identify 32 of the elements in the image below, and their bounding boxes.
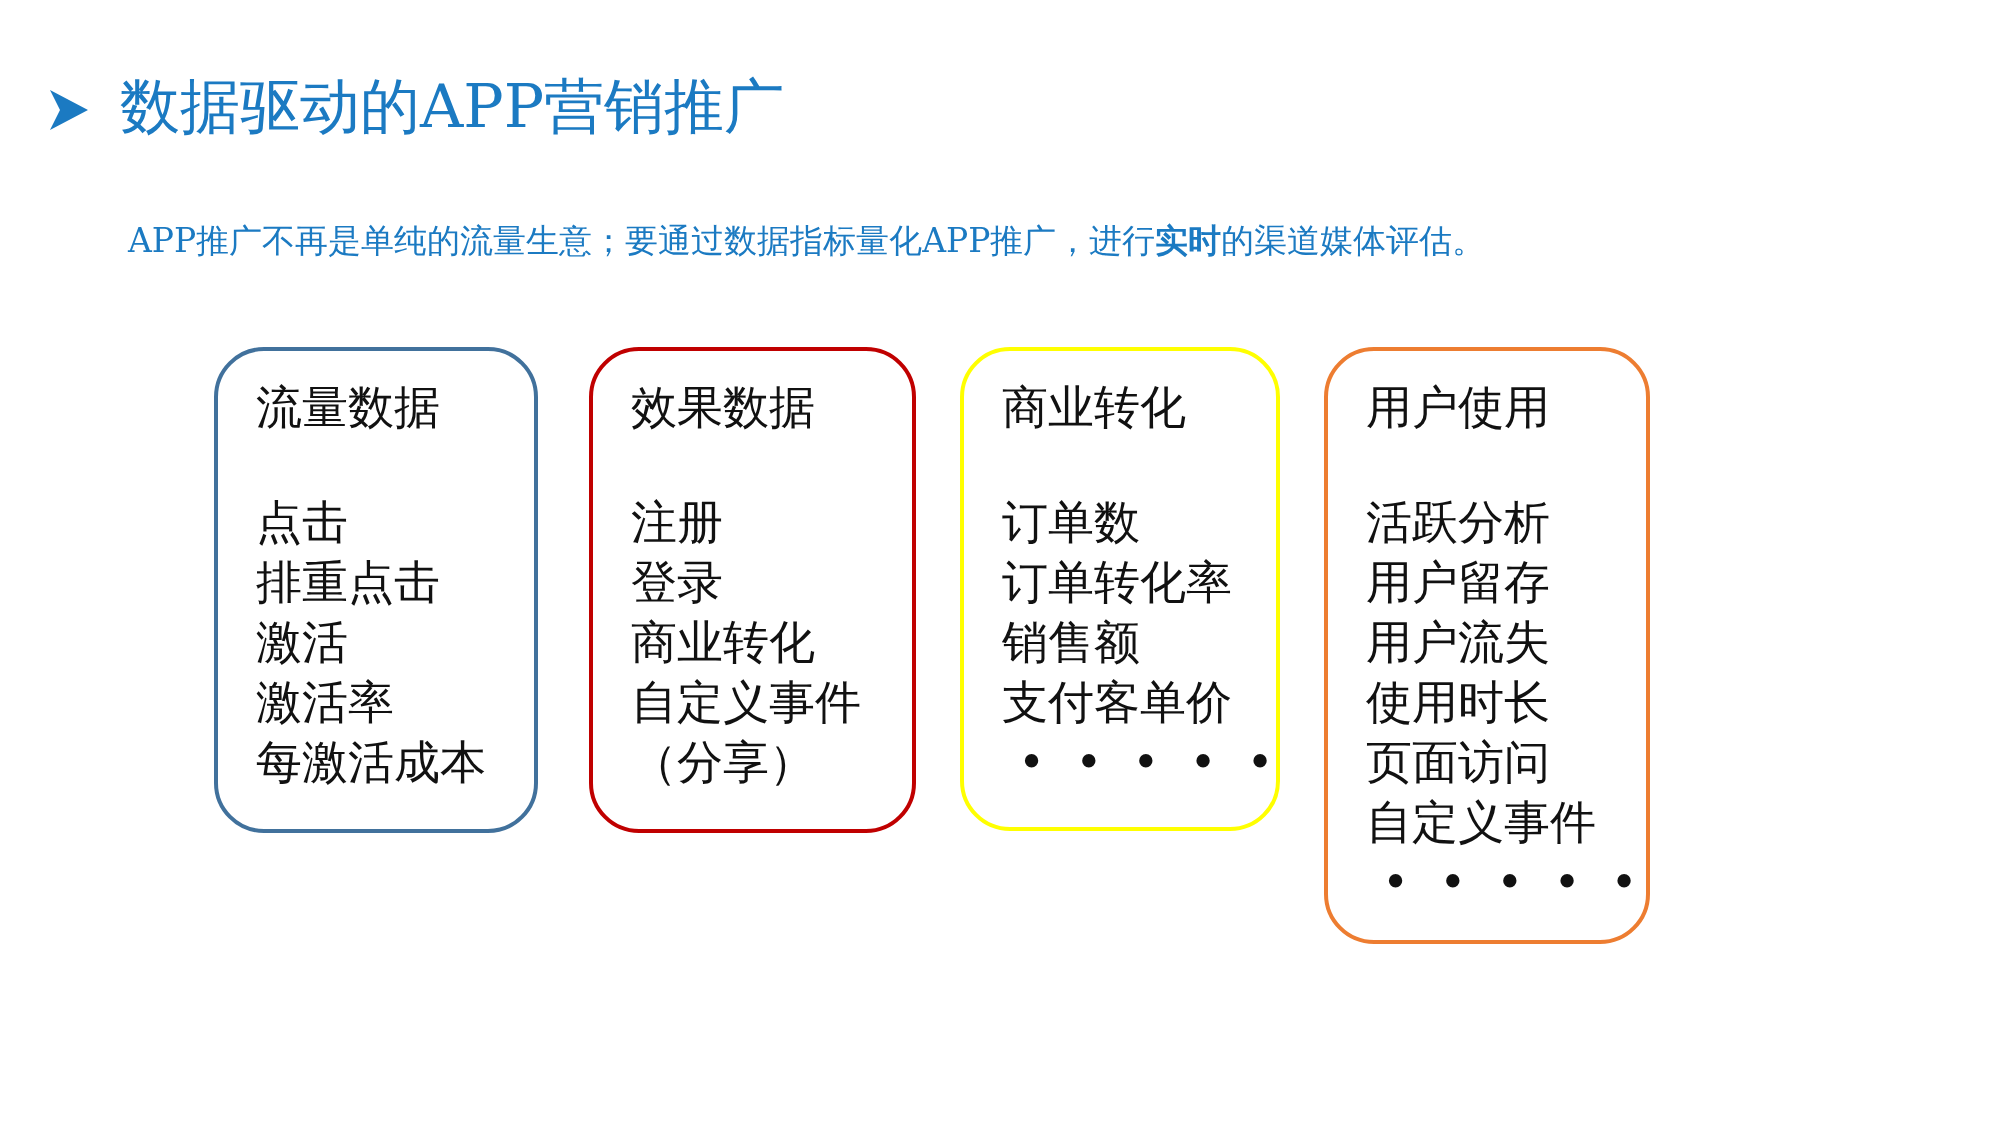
list-item: 订单数 [1002,494,1141,551]
list-item: ••••• [1017,734,1276,791]
list-item: 用户留存 [1366,554,1551,611]
list-item: 用户流失 [1366,614,1551,671]
category-box [1324,347,1650,944]
list-item: 订单转化率 [1002,554,1233,611]
list-item: 商业转化 [631,614,816,671]
list-item: 销售额 [1002,614,1141,671]
slide-title: 数据驱动的APP营销推广 [120,70,785,142]
list-item: 每激活成本 [256,734,487,791]
list-item: 注册 [631,494,724,551]
list-item: 页面访问 [1366,734,1551,791]
list-item: 激活率 [256,674,395,731]
list-item: 登录 [631,554,724,611]
list-item: ••••• [1381,854,1646,911]
list-item: 使用时长 [1366,674,1551,731]
list-item: 支付客单价 [1002,674,1233,731]
box-heading: 效果数据 [631,379,816,436]
category-box [589,347,916,833]
category-box [960,347,1280,831]
box-heading: 用户使用 [1366,379,1551,436]
box-heading: 商业转化 [1002,379,1187,436]
list-item: 点击 [256,494,349,551]
category-box [214,347,538,833]
box-heading: 流量数据 [256,379,441,436]
list-item: 激活 [256,614,349,671]
list-item: 自定义事件 [1366,794,1597,851]
list-item: 活跃分析 [1366,494,1551,551]
intro-text: APP推广不再是单纯的流量生意；要通过数据指标量化APP推广，进行实时的渠道媒体评估。 [128,220,1486,262]
list-item: 自定义事件 [631,674,862,731]
list-item: 排重点击 [256,554,441,611]
list-item: （分享） [631,734,816,791]
